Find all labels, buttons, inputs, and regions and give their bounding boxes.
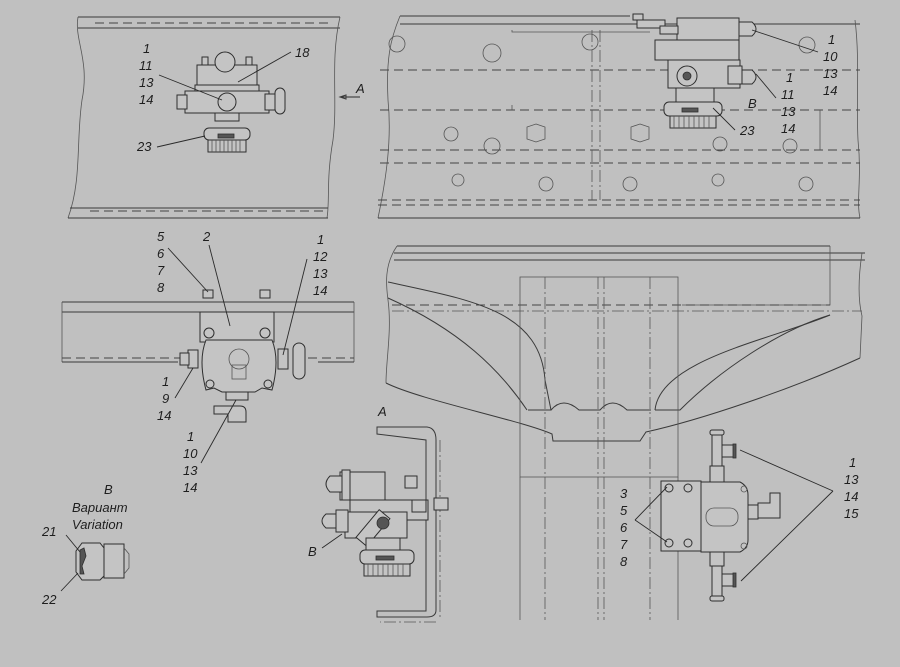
callout-b-21: 21 [41,524,56,539]
callout-tr-a-line0: 1 [828,32,835,47]
view-arrow-label-a: A [355,81,365,96]
callout-ml-1b-line1: 9 [162,391,169,406]
detail-b [60,534,130,592]
middle-left-view [61,244,355,464]
callout-tr-a-line3: 14 [823,83,837,98]
brake-valve-top-right [632,13,757,129]
brake-valve-top-left [176,51,286,153]
callout-ml-5-line2: 7 [157,263,165,278]
callout-ml-1a-line2: 13 [313,266,328,281]
detail-b-title: B [104,482,113,497]
callout-ml-5-line3: 8 [157,280,165,295]
callout-tr-a-line1: 10 [823,49,838,64]
callout-ml-1c-line0: 1 [187,429,194,444]
brake-valve-view-a [321,469,449,577]
callout-tr-b-line3: 14 [781,121,795,136]
top-right-view [377,13,861,219]
callout-ml-1c-line1: 10 [183,446,198,461]
brake-valve-bottom-right [660,429,781,602]
callout-br-3-line0: 3 [620,486,628,501]
callout-tr-b-line0: 1 [786,70,793,85]
callout-tl-1-line1: 11 [139,58,153,73]
callout-tr-a-line2: 13 [823,66,838,81]
callout-br-3-line4: 8 [620,554,628,569]
callout-br-1-line2: 14 [844,489,858,504]
callout-br-1-line3: 15 [844,506,859,521]
top-left-view [67,16,360,219]
callout-tr-b-line1: 11 [781,87,795,102]
callout-tr-b-line2: 13 [781,104,796,119]
callout-ml-1a-line3: 14 [313,283,327,298]
detail-label-b-view-a: B [308,544,317,559]
view-a [321,426,449,623]
callout-ml-2: 2 [202,229,211,244]
valve-bracket-section [179,289,306,423]
detail-b-subtitle-ru: Вариант [72,500,128,515]
detail-b-subtitle-en: Variation [72,517,123,532]
callout-ml-1a-line1: 12 [313,249,328,264]
callout-tr-23: 23 [739,123,755,138]
callout-br-3-line2: 6 [620,520,628,535]
callout-ml-5-line0: 5 [157,229,165,244]
bottom-right-view [634,429,834,602]
callout-tl-1-line3: 14 [139,92,153,107]
crossmember-view [385,245,865,620]
view-a-title: A [377,404,387,419]
callout-br-1-line1: 13 [844,472,859,487]
callout-ml-1a-line0: 1 [317,232,324,247]
callout-ml-1c-line3: 14 [183,480,197,495]
callout-tl-1-line2: 13 [139,75,154,90]
callout-ml-1b-line2: 14 [157,408,171,423]
callout-br-1-line0: 1 [849,455,856,470]
callout-tl-18: 18 [295,45,310,60]
callout-tl-23: 23 [136,139,152,154]
callout-br-3-line1: 5 [620,503,628,518]
callout-b-22: 22 [41,592,57,607]
callout-br-3-line3: 7 [620,537,628,552]
callout-ml-1b-line0: 1 [162,374,169,389]
callout-ml-5-line1: 6 [157,246,165,261]
detail-label-b-top-right: B [748,96,757,111]
callout-ml-1c-line2: 13 [183,463,198,478]
callout-tl-1-line0: 1 [143,41,150,56]
